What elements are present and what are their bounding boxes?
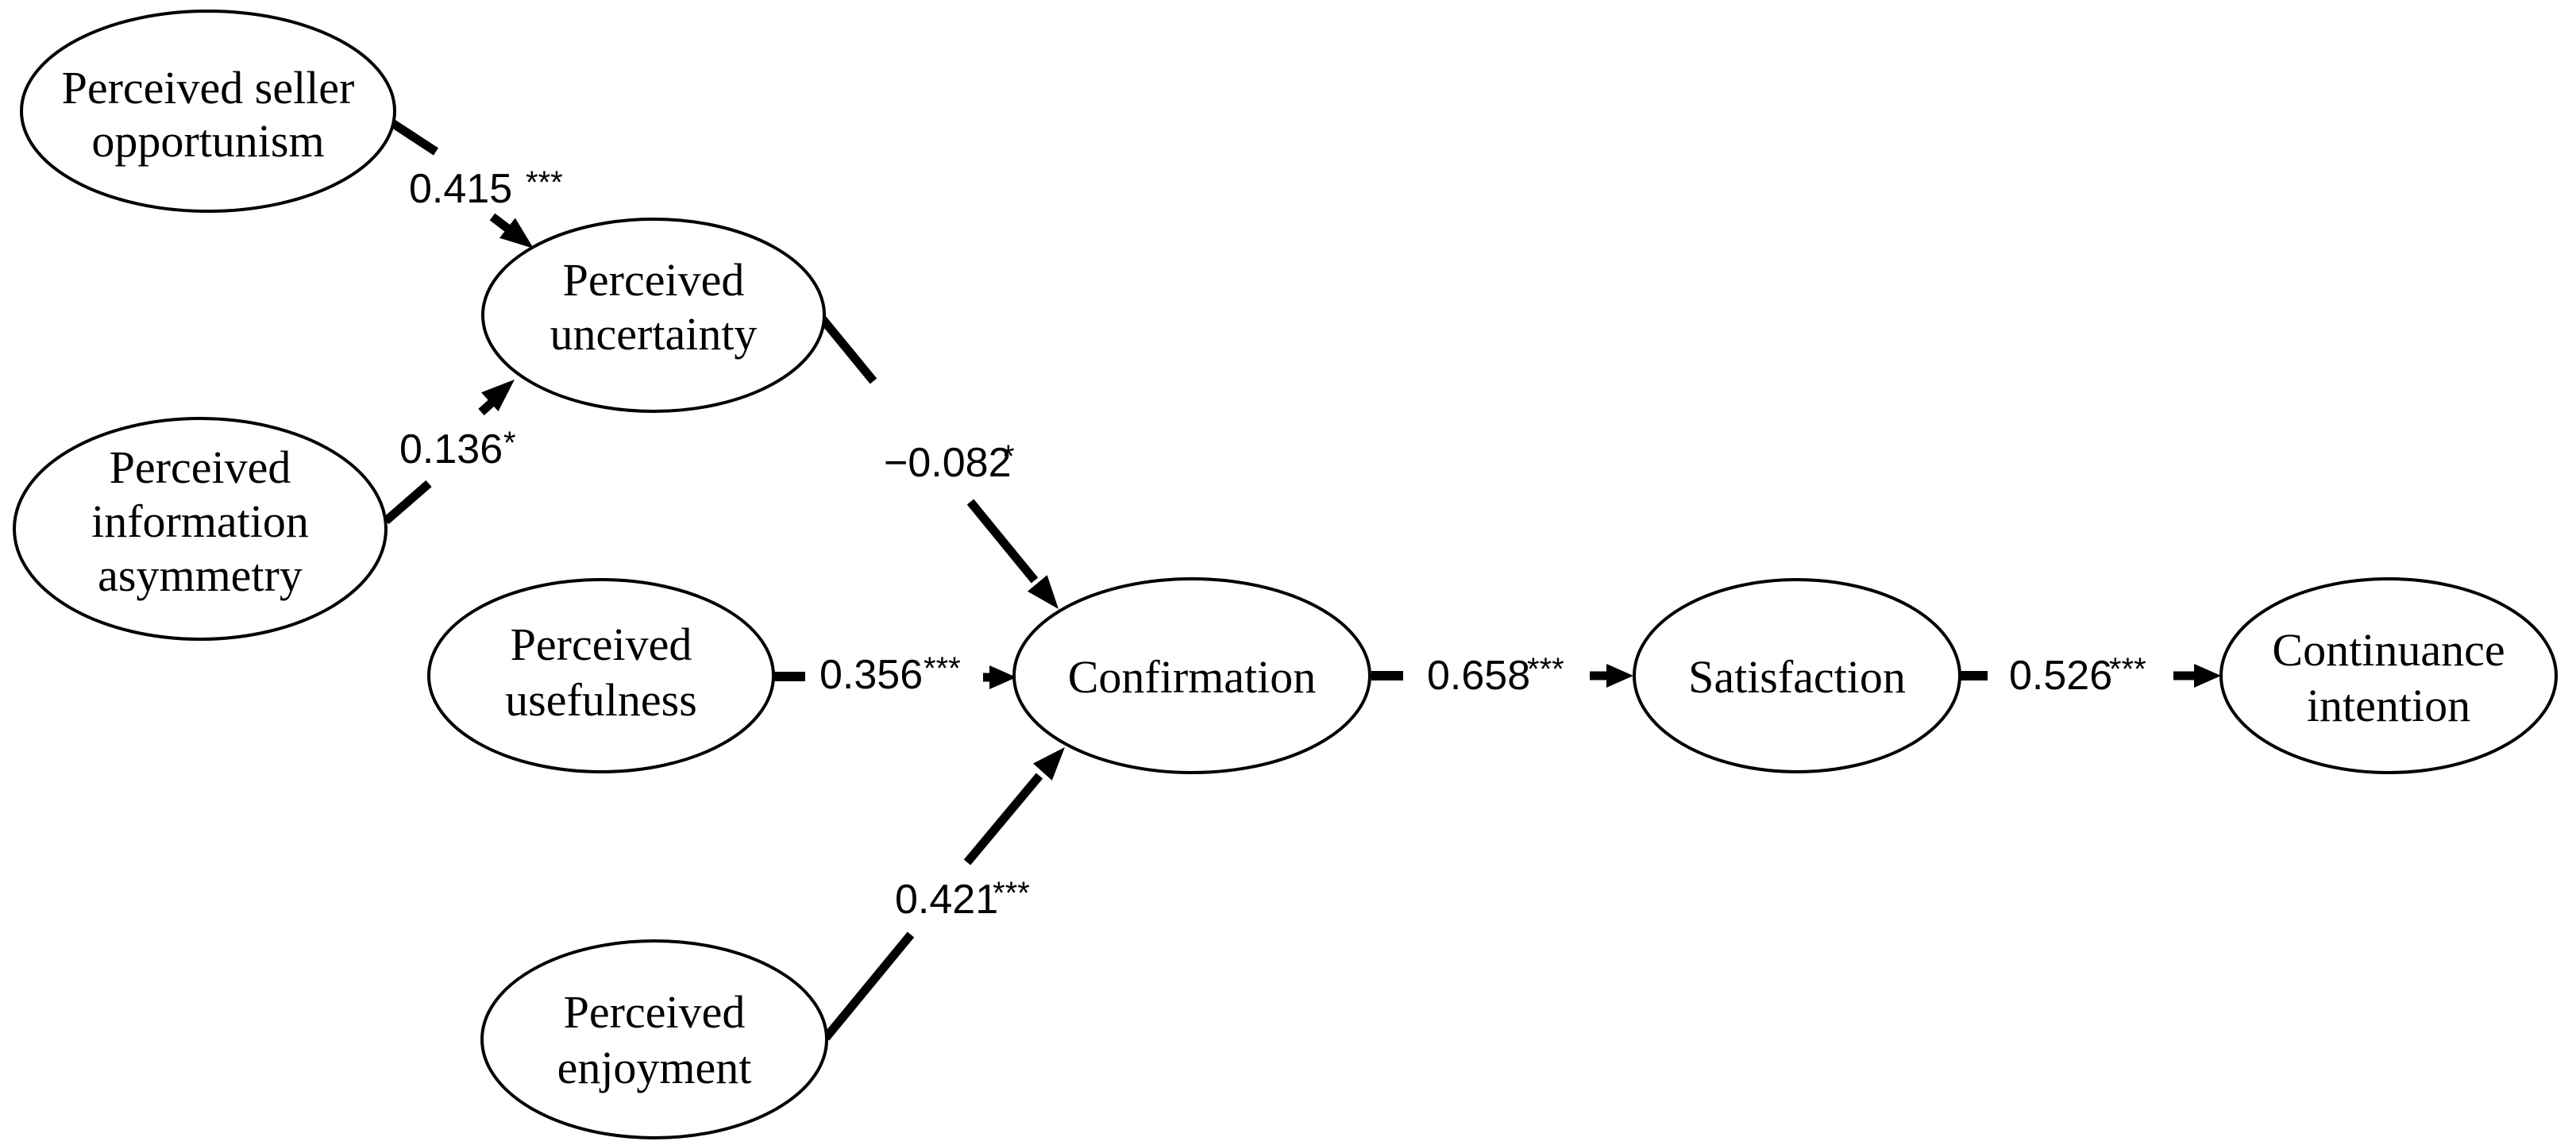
path-pia-to-uncertainty: 0.136 *: [383, 380, 516, 525]
arrowhead-icon: [989, 665, 1016, 689]
node-label-line: information: [91, 495, 309, 547]
node-continuance-intention: Continuance intention: [2219, 577, 2558, 774]
arrowhead-icon: [1027, 575, 1059, 609]
arrowhead-icon: [1606, 664, 1633, 688]
path-usefulness-to-confirmation: 0.356 ***: [773, 651, 1016, 698]
node-perceived-seller-opportunism-ellipse: [20, 10, 396, 213]
node-label-line: asymmetry: [98, 549, 303, 601]
path-uncertainty-to-confirmation-segment: [819, 316, 877, 384]
node-perceived-uncertainty-ellipse: [481, 218, 826, 413]
coefficient-label: 0.658: [1427, 653, 1530, 699]
node-satisfaction-ellipse: [1633, 578, 1961, 773]
path-uncertainty-to-confirmation-segment: [966, 499, 1039, 584]
coefficient-label: 0.421: [895, 877, 998, 923]
node-perceived-uncertainty: Perceived uncertainty: [481, 218, 826, 413]
significance-stars: ***: [924, 651, 961, 686]
coefficient-label: 0.136: [399, 426, 503, 472]
coefficient-label: 0.415: [409, 166, 512, 212]
node-label-line: usefulness: [505, 674, 697, 726]
node-confirmation: Confirmation: [1012, 577, 1371, 774]
node-perceived-information-asymmetry: Perceived information asymmetry: [13, 417, 388, 641]
significance-stars: ***: [526, 165, 563, 200]
node-confirmation-ellipse: [1012, 577, 1371, 774]
node-label-line: intention: [2307, 680, 2470, 731]
significance-stars: ***: [2109, 652, 2146, 687]
node-label-line: Perceived: [110, 441, 291, 493]
path-enjoyment-to-confirmation-segment: [822, 931, 915, 1041]
path-pso-to-uncertainty-segment: [384, 116, 439, 156]
significance-stars: *: [503, 426, 516, 461]
coefficient-label: 0.526: [2009, 653, 2112, 699]
node-satisfaction: Satisfaction: [1633, 578, 1961, 773]
path-confirmation-to-satisfaction: 0.658 ***: [1371, 652, 1633, 699]
node-label-line: Satisfaction: [1688, 651, 1906, 703]
node-label-line: Perceived: [511, 619, 692, 670]
node-label-line: Perceived seller: [62, 62, 355, 114]
node-label-line: uncertainty: [550, 308, 758, 360]
arrowhead-icon: [1033, 747, 1065, 781]
node-perceived-enjoyment: Perceived enjoyment: [480, 939, 828, 1139]
path-pia-to-uncertainty-segment: [383, 480, 432, 525]
path-uncertainty-to-confirmation: −0.082 *: [819, 316, 1059, 609]
significance-stars: *: [1002, 439, 1015, 474]
node-perceived-information-asymmetry-ellipse: [13, 417, 388, 641]
node-label-line: Continuance: [2272, 624, 2505, 676]
arrowhead-icon: [2194, 664, 2221, 688]
arrowhead-icon: [499, 218, 534, 249]
path-enjoyment-to-confirmation: 0.421 ***: [822, 747, 1065, 1041]
significance-stars: ***: [993, 876, 1030, 911]
arrowhead-icon: [481, 380, 515, 411]
node-label-line: Confirmation: [1068, 651, 1317, 703]
path-satisfaction-to-continuance: 0.526 ***: [1961, 652, 2221, 699]
node-perceived-seller-opportunism: Perceived seller opportunism: [20, 10, 396, 213]
coefficient-label: −0.082: [884, 440, 1012, 486]
node-label-line: opportunism: [91, 115, 324, 167]
path-pso-to-uncertainty: 0.415 ***: [384, 116, 563, 249]
node-perceived-usefulness-ellipse: [427, 578, 775, 773]
node-label-line: enjoyment: [557, 1042, 752, 1093]
node-perceived-enjoyment-ellipse: [480, 939, 828, 1139]
node-label-line: Perceived: [564, 986, 746, 1038]
node-continuance-intention-ellipse: [2219, 577, 2558, 774]
coefficient-label: 0.356: [819, 652, 923, 698]
significance-stars: ***: [1527, 652, 1564, 687]
node-perceived-usefulness: Perceived usefulness: [427, 578, 775, 773]
node-label-line: Perceived: [563, 254, 745, 306]
path-enjoyment-to-confirmation-segment: [963, 773, 1043, 865]
